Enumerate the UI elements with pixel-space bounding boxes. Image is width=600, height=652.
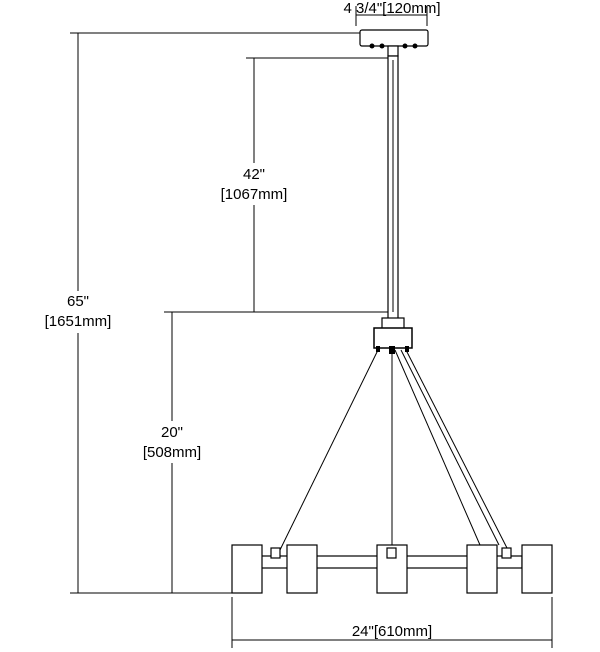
canopy-width-label: 4 3/4"[120mm] bbox=[343, 0, 440, 17]
overall-height-dimension: 65" [1651mm] bbox=[45, 32, 360, 594]
shade-right-inner bbox=[466, 544, 498, 594]
overall-height-in-label: 65" bbox=[67, 293, 89, 310]
stem-height-in-label: 42" bbox=[243, 166, 265, 183]
body-height-dimension: 20" [508mm] bbox=[143, 311, 388, 593]
shade-left-inner bbox=[286, 544, 318, 594]
shade-right-outer bbox=[521, 544, 553, 594]
lamp-body bbox=[231, 544, 553, 594]
stem-height-mm-label: [1067mm] bbox=[221, 186, 288, 203]
overall-height-mm-label: [1651mm] bbox=[45, 313, 112, 330]
body-height-mm-label: [508mm] bbox=[143, 444, 201, 461]
canopy-width-dimension: 4 3/4"[120mm] bbox=[343, 0, 441, 26]
stem-height-dimension: 42" [1067mm] bbox=[221, 57, 388, 312]
stem-rod bbox=[387, 55, 399, 321]
body-height-in-label: 20" bbox=[161, 424, 183, 441]
suspension-wires bbox=[278, 349, 508, 553]
overall-width-label: 24"[610mm] bbox=[352, 623, 432, 640]
canopy bbox=[359, 29, 429, 57]
shade-left-outer bbox=[231, 544, 263, 594]
overall-width-dimension: 24"[610mm] bbox=[231, 597, 553, 648]
hub bbox=[373, 317, 413, 354]
